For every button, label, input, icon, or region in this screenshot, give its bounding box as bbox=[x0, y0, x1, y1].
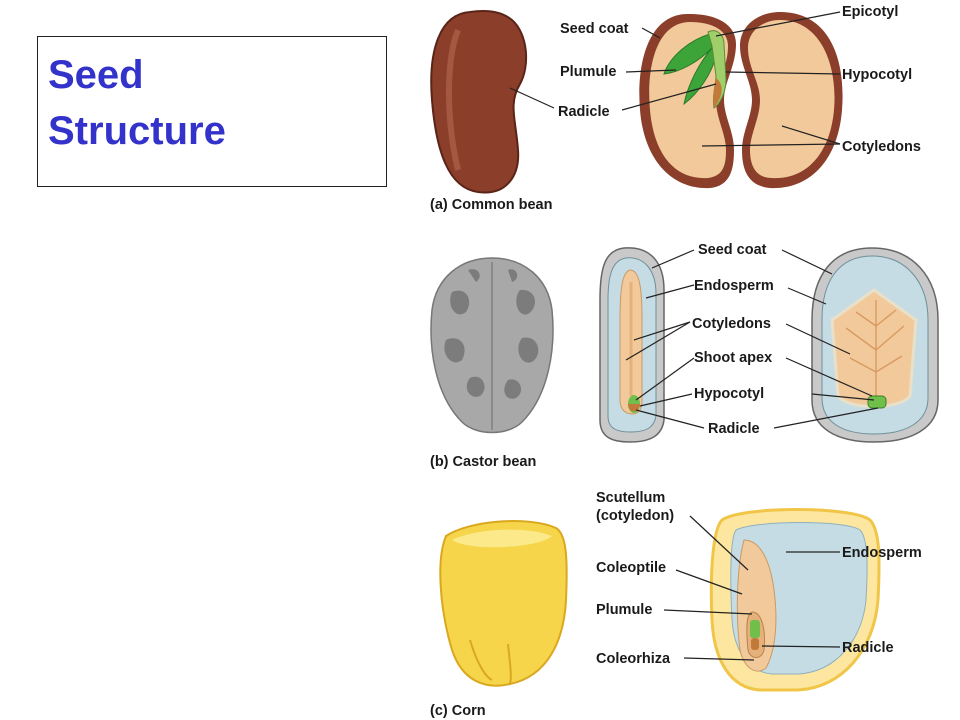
title-line-1: Seed bbox=[48, 53, 144, 97]
label-a-epicotyl: Epicotyl bbox=[842, 4, 898, 20]
plumule-leaves bbox=[663, 33, 717, 106]
label-a-plumule: Plumule bbox=[560, 64, 616, 80]
label-b-endosperm: Endosperm bbox=[694, 278, 774, 294]
label-b-radicle: Radicle bbox=[708, 421, 760, 437]
label-a-cotyledons: Cotyledons bbox=[842, 139, 921, 155]
label-c-radicle: Radicle bbox=[842, 640, 894, 656]
label-a-radicle: Radicle bbox=[558, 104, 610, 120]
label-a-seed-coat: Seed coat bbox=[560, 21, 629, 37]
label-b-cotyledons: Cotyledons bbox=[692, 316, 771, 332]
label-c-scutellum: Scutellum bbox=[596, 490, 665, 506]
label-b-shoot-apex: Shoot apex bbox=[694, 350, 772, 366]
label-c-plumule: Plumule bbox=[596, 602, 652, 618]
label-a-hypocotyl: Hypocotyl bbox=[842, 67, 912, 83]
panel-corn: Scutellum (cotyledon) Coleoptile Plumule… bbox=[430, 490, 922, 719]
caption-c: (c) Corn bbox=[430, 703, 486, 719]
caption-b: (b) Castor bean bbox=[430, 454, 536, 470]
label-c-coleorhiza: Coleorhiza bbox=[596, 651, 671, 667]
panel-common-bean: Seed coat Plumule Radicle Epicotyl Hypoc… bbox=[430, 4, 921, 213]
panel-castor-bean: Seed coat Endosperm Cotyledons Shoot ape… bbox=[430, 242, 939, 470]
title-line-2: Structure bbox=[48, 109, 226, 153]
label-b-hypocotyl: Hypocotyl bbox=[694, 386, 764, 402]
caption-a: (a) Common bean bbox=[430, 197, 552, 213]
label-c-cotyledon: (cotyledon) bbox=[596, 508, 674, 524]
title-box: Seed Structure bbox=[37, 36, 387, 187]
label-b-seed-coat: Seed coat bbox=[698, 242, 767, 258]
label-c-coleoptile: Coleoptile bbox=[596, 560, 666, 576]
label-c-endosperm: Endosperm bbox=[842, 545, 922, 561]
whole-common-bean bbox=[430, 10, 528, 194]
slide-title: Seed Structure bbox=[48, 47, 226, 159]
